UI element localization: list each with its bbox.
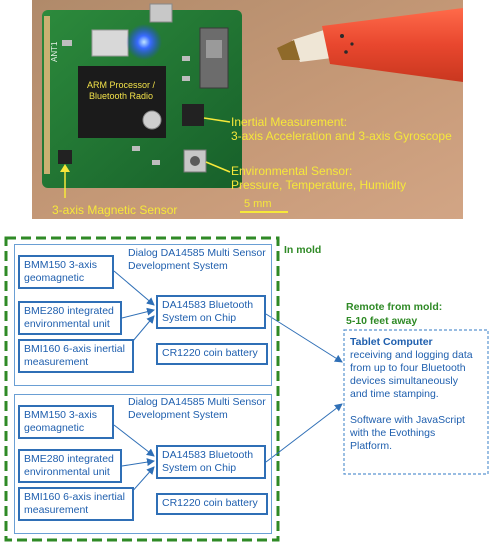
battery-box-1: CR1220 coin battery (156, 343, 268, 365)
device-photo: ANT1 ARM Processor / Bluetooth Radio Ine… (32, 0, 463, 219)
bmi160-line1: BMI160 6-axis inertial (24, 491, 125, 503)
env-detail: Pressure, Temperature, Humidity (231, 178, 407, 192)
soc-line2: System on Chip (162, 462, 237, 474)
system-2-title-line1: Dialog DA14585 Multi Sensor (128, 396, 266, 408)
soc-box-1: DA14583 Bluetooth System on Chip (156, 295, 266, 329)
soc-line2: System on Chip (162, 312, 237, 324)
bme280-line1: BME280 integrated (24, 453, 114, 465)
bme280-line1: BME280 integrated (24, 305, 114, 317)
tablet-software-line2: with the Evothings (350, 427, 436, 439)
bmm150-line1: BMM150 3-axis (24, 409, 97, 421)
tablet-desc-line1: receiving and logging data (350, 349, 473, 361)
bmm150-box-1: BMM150 3-axis geomagnetic (18, 255, 114, 289)
battery-label: CR1220 coin battery (162, 497, 258, 509)
tablet-title: Tablet Computer (350, 336, 433, 348)
sensor-system-1 (14, 244, 272, 386)
soc-box-2: DA14583 Bluetooth System on Chip (156, 445, 266, 479)
tablet-software-line1: Software with JavaScript (350, 414, 465, 426)
bmm150-box-2: BMM150 3-axis geomagnetic (18, 405, 114, 439)
bmm150-line1: BMM150 3-axis (24, 259, 97, 271)
bmm150-line2: geomagnetic (24, 272, 85, 284)
sensor-system-2 (14, 394, 272, 534)
remote-label-line1: Remote from mold: (346, 301, 443, 313)
chip-label: ARM Processor / Bluetooth Radio (86, 80, 155, 101)
in-mold-label: In mold (284, 244, 322, 256)
bmi160-line2: measurement (24, 504, 89, 516)
bme280-line2: environmental unit (24, 466, 110, 478)
bmi160-box-1: BMI160 6-axis inertial measurement (18, 339, 134, 373)
inertial-detail: 3-axis Acceleration and 3-axis Gyroscope (231, 129, 452, 143)
battery-label: CR1220 coin battery (162, 347, 258, 359)
tablet-desc-line4: and time stamping. (350, 388, 439, 400)
device-photo-illustration (32, 0, 463, 219)
battery-box-2: CR1220 coin battery (156, 493, 268, 515)
scale-label: 5 mm (244, 198, 272, 210)
bmi160-box-2: BMI160 6-axis inertial measurement (18, 487, 134, 521)
bmi160-line2: measurement (24, 356, 89, 368)
tablet-desc-line2: from up to four Bluetooth (350, 362, 466, 374)
system-2-title-line2: Development System (128, 409, 228, 421)
remote-label-line2: 5-10 feet away (346, 315, 418, 327)
env-title: Environmental Sensor: (231, 164, 353, 178)
bme280-line2: environmental unit (24, 318, 110, 330)
inertial-title: Inertial Measurement: (231, 115, 348, 129)
system-1-title-line2: Development System (128, 260, 228, 272)
tablet-text: Tablet Computer receiving and logging da… (350, 336, 486, 453)
tablet-boundary (343, 329, 489, 475)
soc-line1: DA14583 Bluetooth (162, 449, 254, 461)
magnetic-label: 3-axis Magnetic Sensor (52, 203, 178, 217)
soc-line1: DA14583 Bluetooth (162, 299, 254, 311)
bmm150-line2: geomagnetic (24, 422, 85, 434)
bme280-box-1: BME280 integrated environmental unit (18, 301, 122, 335)
bmi160-line1: BMI160 6-axis inertial (24, 343, 125, 355)
bme280-box-2: BME280 integrated environmental unit (18, 449, 122, 483)
tablet-software-line3: Platform. (350, 440, 393, 452)
in-mold-boundary (4, 236, 280, 542)
system-1-title-line1: Dialog DA14585 Multi Sensor (128, 247, 266, 259)
tablet-desc-line3: devices simultaneously (350, 375, 458, 387)
